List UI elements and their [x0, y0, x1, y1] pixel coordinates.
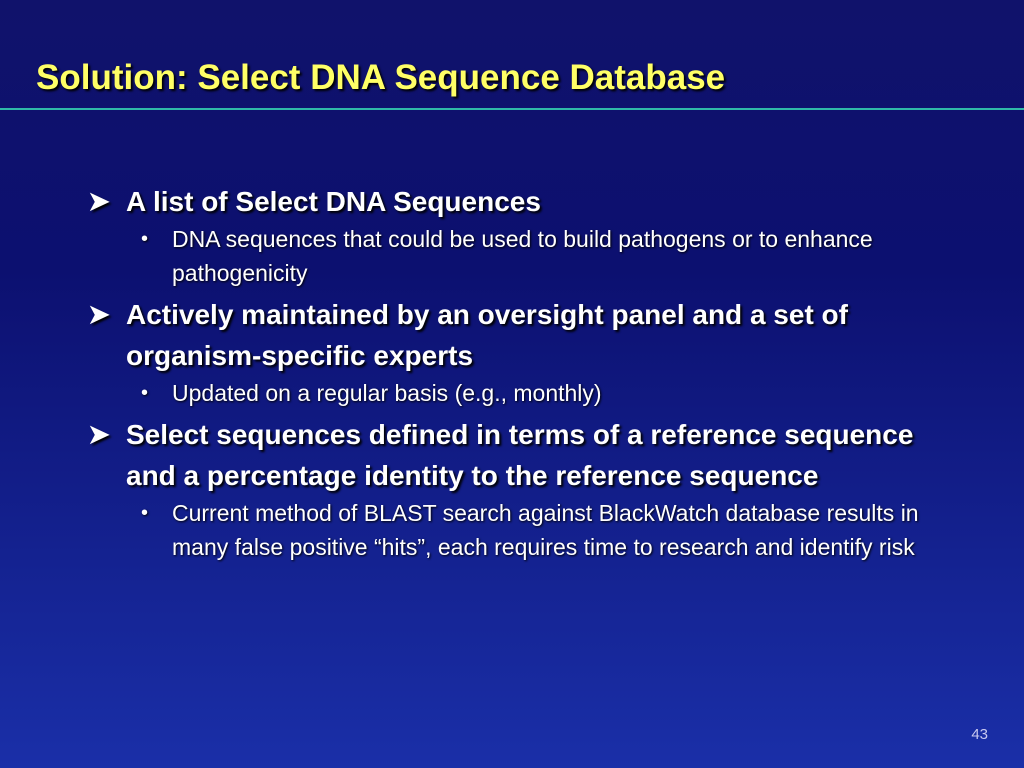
slide-title: Solution: Select DNA Sequence Database — [36, 58, 726, 97]
dot-bullet-icon: • — [141, 502, 149, 524]
sub-bullet-text: Current method of BLAST search against B… — [172, 500, 919, 560]
title-divider — [0, 108, 1024, 110]
sub-bullet-item: • Updated on a regular basis (e.g., mont… — [86, 376, 966, 410]
bullet-item: ➤ Select sequences defined in terms of a… — [86, 414, 956, 496]
sub-bullet-text: Updated on a regular basis (e.g., monthl… — [172, 380, 602, 406]
bullet-text: Select sequences defined in terms of a r… — [126, 419, 914, 491]
sub-bullet-text: DNA sequences that could be used to buil… — [172, 226, 873, 286]
arrowhead-bullet-icon: ➤ — [88, 186, 110, 216]
arrowhead-bullet-icon: ➤ — [88, 419, 110, 449]
sub-bullet-item: • Current method of BLAST search against… — [86, 496, 952, 564]
bullet-item: ➤ A list of Select DNA Sequences — [86, 181, 966, 222]
bullet-item: ➤ Actively maintained by an oversight pa… — [86, 294, 926, 376]
arrowhead-bullet-icon: ➤ — [88, 299, 110, 329]
bullet-list: ➤ A list of Select DNA Sequences • DNA s… — [86, 181, 966, 564]
bullet-text: A list of Select DNA Sequences — [126, 186, 541, 217]
sub-bullet-item: • DNA sequences that could be used to bu… — [86, 222, 942, 290]
page-number: 43 — [971, 726, 988, 743]
dot-bullet-icon: • — [141, 228, 149, 250]
bullet-text: Actively maintained by an oversight pane… — [126, 299, 848, 371]
dot-bullet-icon: • — [141, 382, 149, 404]
